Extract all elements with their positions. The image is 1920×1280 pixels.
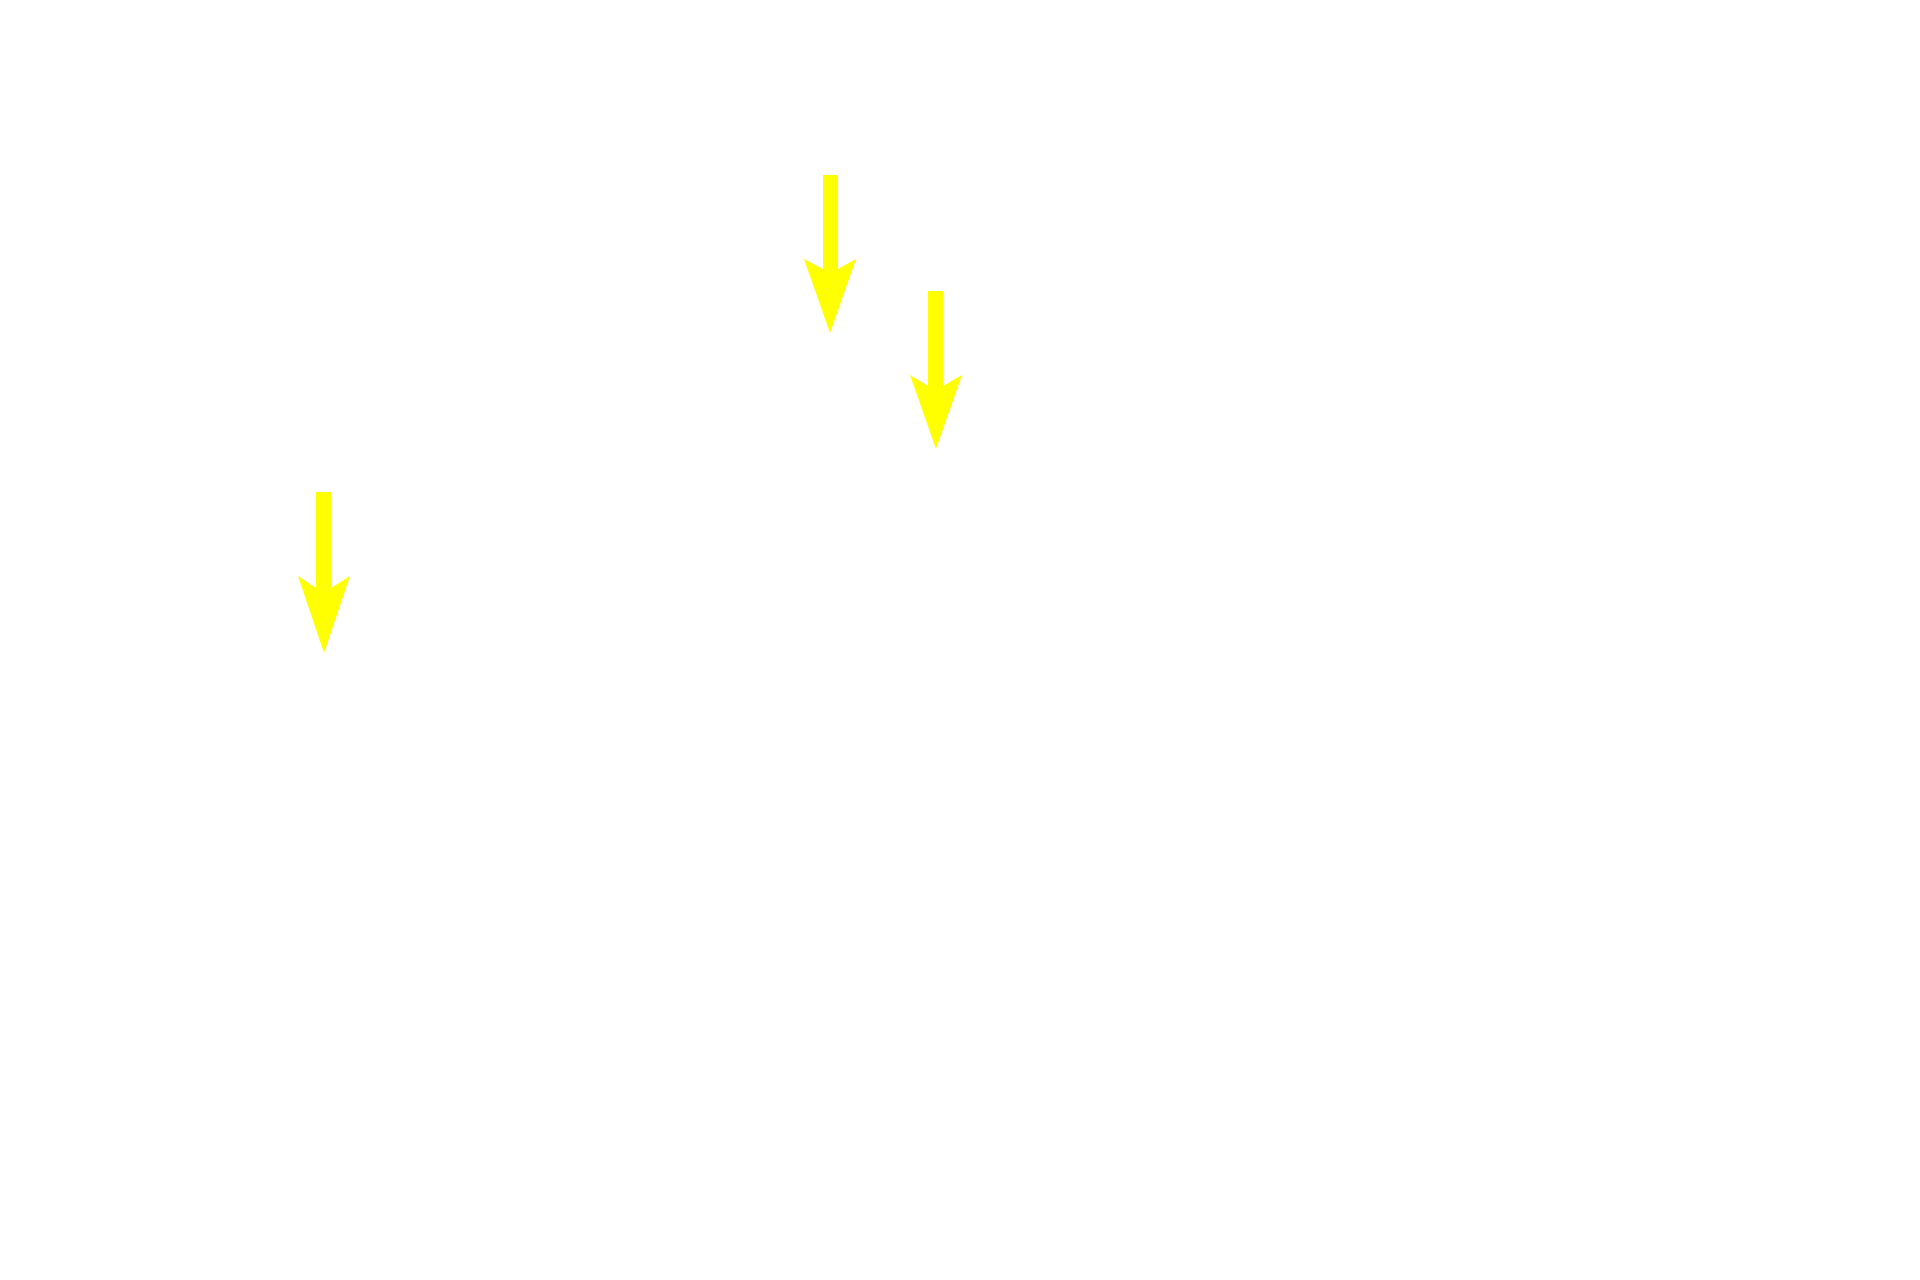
arrow-down-icon: [298, 492, 350, 653]
arrow-down-icon: [910, 291, 962, 449]
arrow-down-icon: [804, 175, 856, 333]
